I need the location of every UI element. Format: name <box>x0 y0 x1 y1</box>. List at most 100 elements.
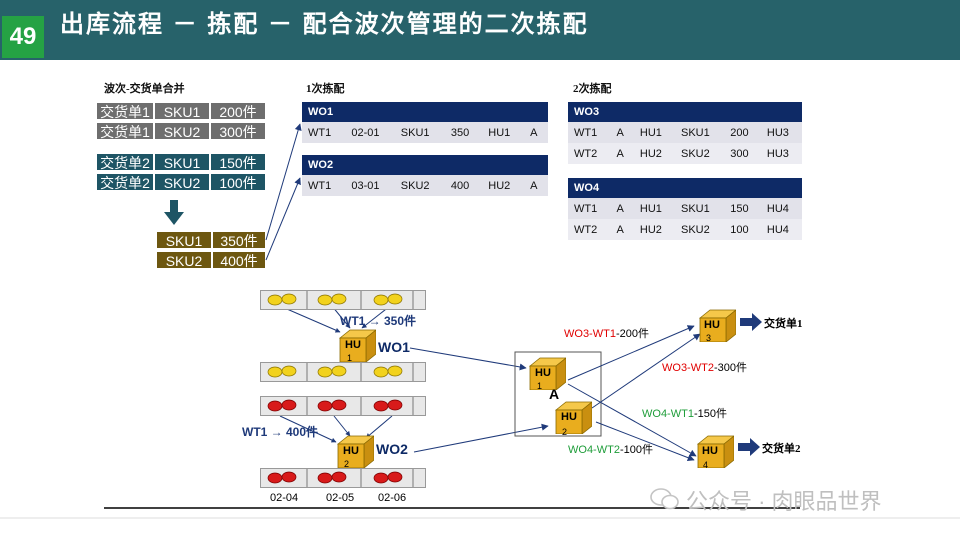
sku1-items-icon <box>267 363 414 381</box>
wo3-wt1-qty: -200件 <box>615 328 649 340</box>
table-cell: A <box>610 122 634 143</box>
pick-arrow <box>365 415 393 439</box>
wo4-wt1-arrow <box>567 383 697 457</box>
table-cell: SKU1 <box>674 198 725 219</box>
hu2-number: 2 <box>344 459 350 469</box>
merged-qty: 400件 <box>212 251 266 269</box>
table-cell: SKU2 <box>394 175 445 196</box>
box-icon <box>696 435 736 469</box>
section-second-pick: 2次拣配 <box>573 83 612 95</box>
wo4-wt1-qty: -150件 <box>693 408 727 420</box>
hu1-label: HU <box>345 339 361 351</box>
table-cell: SKU1 <box>394 122 445 143</box>
box-icon <box>698 309 738 343</box>
sku2-items-icon <box>267 469 414 487</box>
delivery-doc: 交货单2 <box>96 173 154 191</box>
wo3-wt1-arrow <box>567 325 695 381</box>
table-row: WT1 02-01 SKU1 350 HU1 A <box>302 122 548 143</box>
table-cell: HU2 <box>482 175 525 196</box>
table-cell: HU2 <box>633 219 675 240</box>
delivery1-label: 交货单1 <box>764 318 803 330</box>
table-cell: WT1 <box>302 122 346 143</box>
table-cell: WT2 <box>568 143 611 164</box>
bin-label: 02-04 <box>270 492 299 504</box>
hu3-number: 3 <box>706 333 712 343</box>
table-row: WT2 A HU2 SKU2 300 HU3 <box>568 143 802 164</box>
shelf-sku1-bottom <box>260 362 426 382</box>
merged-sku: SKU2 <box>156 251 212 269</box>
shelf-sku2-top <box>260 396 426 416</box>
wo4-table: WO4 WT1 A HU1 SKU1 150 HU4 WT2 A HU2 SKU… <box>568 178 802 240</box>
table-cell: WT1 <box>568 122 611 143</box>
wo4-wt2-qty: -100件 <box>619 444 653 456</box>
table-cell: A <box>610 198 634 219</box>
zone-hu2-box <box>552 400 594 435</box>
table-cell: 300 <box>724 143 761 164</box>
slide-number: 49 <box>2 16 44 58</box>
slide-title: 出库流程 － 拣配 － 配合波次管理的二次拣配 <box>60 11 589 38</box>
wo3-wt2-label: WO3-WT2-300件 <box>662 359 747 375</box>
box-icon <box>554 401 594 435</box>
zone-hu1-label: HU <box>535 367 551 379</box>
wechat-icon <box>650 488 679 510</box>
delivery-doc: 交货单1 <box>96 102 154 120</box>
zone-hu2-number: 2 <box>562 427 568 437</box>
table-cell: WT2 <box>568 219 611 240</box>
wo4-wt2-arrow <box>595 421 695 461</box>
table-row: WT1 A HU1 SKU1 200 HU3 <box>568 122 802 143</box>
wo3-wt1-code: WO3-WT1 <box>564 328 616 340</box>
bin-label: 02-06 <box>378 492 407 504</box>
merged-qty: 350件 <box>212 231 266 249</box>
table-cell: 03-01 <box>345 175 395 196</box>
delivery-sku: SKU2 <box>154 122 210 140</box>
slide-header <box>0 0 960 60</box>
bin-label: 02-05 <box>326 492 355 504</box>
hu3-label: HU <box>704 319 720 331</box>
connector-to-wo1 <box>265 123 302 241</box>
table-cell: A <box>524 175 548 196</box>
table-row: WT1 03-01 SKU2 400 HU2 A <box>302 175 548 196</box>
hu3-box <box>696 308 738 343</box>
shelf-sku1-top <box>260 290 426 310</box>
pick-arrow <box>279 305 341 333</box>
table-row: WT2 A HU2 SKU2 100 HU4 <box>568 219 802 240</box>
table-cell: HU3 <box>760 143 802 164</box>
hu2-box <box>334 434 376 469</box>
table-cell: SKU2 <box>674 143 725 164</box>
table-cell: 100 <box>724 219 761 240</box>
table-cell: A <box>610 143 634 164</box>
box-icon <box>336 435 376 469</box>
wo3-title: WO3 <box>568 102 802 122</box>
zone-hu2-label: HU <box>561 411 577 423</box>
hu2-label: HU <box>343 445 359 457</box>
delivery-qty: 150件 <box>210 153 266 171</box>
hu4-label: HU <box>702 445 718 457</box>
merge-down-arrow-icon <box>164 200 184 225</box>
hu4-box <box>694 434 736 469</box>
wo1-table: WO1 WT1 02-01 SKU1 350 HU1 A <box>302 102 548 143</box>
wo4-wt2-label: WO4-WT2-100件 <box>568 441 653 457</box>
wo2-flow-label: WO2 <box>376 441 408 457</box>
wo3-wt2-qty: -300件 <box>713 362 747 374</box>
table-cell: HU3 <box>760 122 802 143</box>
pick-arrow <box>279 415 337 443</box>
watermark-text: 公众号 · 肉眼品世界 <box>686 489 882 514</box>
table-cell: 400 <box>444 175 483 196</box>
zone-a-frame <box>514 351 602 437</box>
table-cell: WT1 <box>302 175 346 196</box>
wo1-title: WO1 <box>302 102 548 122</box>
table-cell: HU4 <box>760 219 802 240</box>
wo1-flow-arrow <box>409 347 527 371</box>
delivery-qty: 200件 <box>210 102 266 120</box>
table-cell: HU4 <box>760 198 802 219</box>
zone-hu1-number: 1 <box>537 381 543 391</box>
merged-sku: SKU1 <box>156 231 212 249</box>
delivery-doc: 交货单2 <box>96 153 154 171</box>
wo2-table: WO2 WT1 03-01 SKU2 400 HU2 A <box>302 155 548 196</box>
table-cell: WT1 <box>568 198 611 219</box>
delivery-sku: SKU1 <box>154 153 210 171</box>
zone-hu1-box <box>526 356 568 391</box>
section-first-pick: 1次拣配 <box>306 83 345 95</box>
hu1-number: 1 <box>347 353 353 363</box>
table-cell: A <box>524 122 548 143</box>
